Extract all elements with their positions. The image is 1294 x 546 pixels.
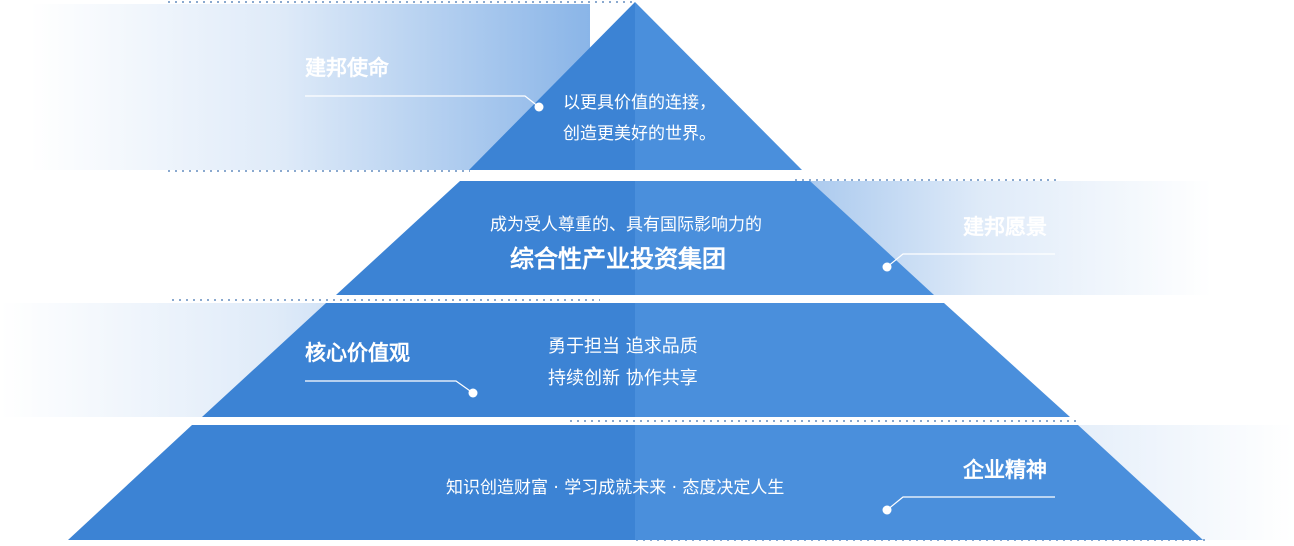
mission-band-right bbox=[635, 2, 802, 170]
vision-headline: 综合性产业投资集团 bbox=[510, 245, 726, 273]
values-title: 核心价值观 bbox=[305, 341, 410, 365]
mission-leader-dot bbox=[534, 102, 544, 112]
vision-subtitle: 成为受人尊重的、具有国际影响力的 bbox=[490, 215, 762, 235]
tier-spirit bbox=[68, 420, 1294, 541]
vision-band-left bbox=[336, 181, 635, 295]
tier-values bbox=[0, 299, 1070, 417]
spirit-band-left bbox=[68, 425, 635, 540]
values-band-right bbox=[635, 303, 1070, 417]
values-line-1: 勇于担当 追求品质 bbox=[548, 336, 698, 357]
values-band-left bbox=[202, 303, 635, 417]
mission-line-1: 以更具价值的连接， bbox=[563, 93, 716, 113]
mission-band-left bbox=[469, 2, 635, 170]
tier-vision bbox=[336, 179, 1212, 295]
vision-title: 建邦愿景 bbox=[963, 215, 1047, 239]
values-leader-line bbox=[305, 380, 474, 394]
vision-leader-line bbox=[886, 253, 1055, 268]
values-leader-dot bbox=[468, 388, 478, 398]
tier-mission bbox=[30, 1, 802, 172]
values-line-2: 持续创新 协作共享 bbox=[548, 368, 698, 389]
spirit-line: 知识创造财富 · 学习成就未来 · 态度决定人生 bbox=[446, 478, 785, 498]
mission-title: 建邦使命 bbox=[305, 56, 389, 80]
spirit-band-right bbox=[635, 425, 1203, 540]
vision-leader-dot bbox=[882, 262, 892, 272]
spirit-leader-dot bbox=[882, 505, 892, 515]
spirit-leader-line bbox=[886, 496, 1055, 511]
vision-band-right bbox=[635, 181, 934, 295]
spirit-title: 企业精神 bbox=[963, 458, 1047, 482]
mission-line-2: 创造更美好的世界。 bbox=[563, 124, 716, 144]
mission-leader-line bbox=[305, 95, 540, 108]
